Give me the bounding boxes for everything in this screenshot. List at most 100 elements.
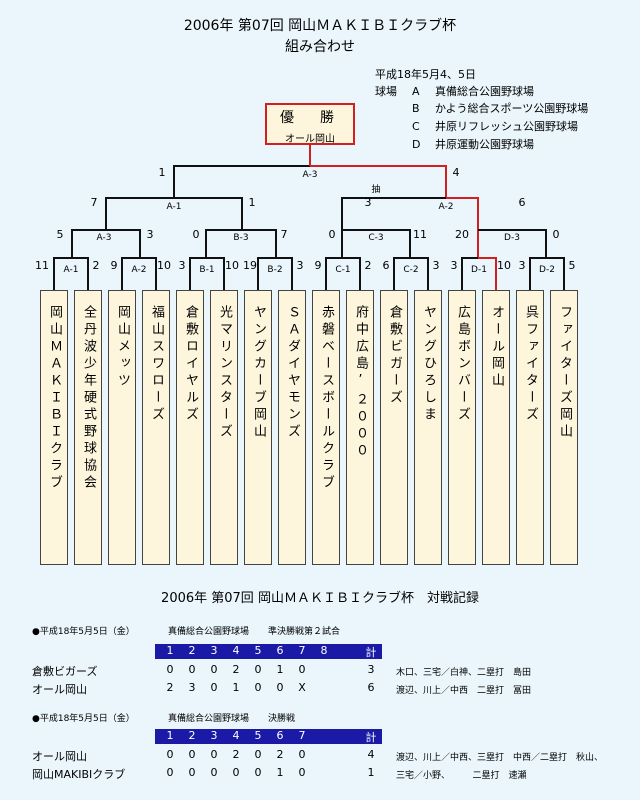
- game1-team1-scores: 0 0 0 2 0 1 0 3: [155, 663, 382, 678]
- game1-team1-notes: 木口、三宅／白神、二塁打 島田: [396, 668, 532, 678]
- r1-8-code: D-2: [539, 265, 555, 275]
- inning-score: 0: [254, 663, 262, 676]
- r1-8-score-left: 3: [518, 259, 526, 272]
- team-3: 岡山メッツ: [108, 290, 136, 565]
- bracket-final-left: [173, 165, 310, 198]
- q4-code: D-3: [504, 233, 520, 243]
- bracket-r1-2: [121, 257, 157, 290]
- bracket-q1: [71, 229, 141, 258]
- inning-label: 5: [254, 644, 262, 657]
- bracket-semi-right-left: [341, 197, 446, 230]
- bracket-semi-right-right: [446, 197, 479, 230]
- tournament-date: 平成18年5月4、5日: [375, 68, 476, 81]
- inning-score: 0: [210, 681, 218, 694]
- q3-score-left: 0: [328, 228, 336, 241]
- inning-label: 1: [166, 644, 174, 657]
- team-name: 呉ファイターズ: [523, 305, 538, 424]
- venue-name-d: 井原運動公園野球場: [435, 138, 534, 151]
- q4-score-left: 20: [455, 228, 469, 241]
- bracket-r1-7-left: [461, 257, 478, 290]
- team-name: ヤングひろしま: [421, 305, 436, 424]
- q4-score-right: 0: [552, 228, 560, 241]
- team-name: ファイターズ岡山: [557, 305, 572, 441]
- bracket-q4-right: [478, 229, 547, 258]
- q1-code: A-3: [96, 233, 112, 243]
- inning-label: 5: [254, 729, 262, 742]
- total-score: 3: [367, 663, 375, 676]
- game2-team1-notes: 渡辺、川上／中西、三塁打 中西／二塁打 秋山、: [396, 753, 604, 763]
- semi-left-score-left: 7: [90, 196, 98, 209]
- venue-code-b: B: [412, 102, 420, 115]
- inning-label: 8: [320, 644, 328, 657]
- game2-date: ●平成18年5月5日（金）: [32, 714, 135, 724]
- r1-6-score-left: 6: [382, 259, 390, 272]
- bracket-r1-4: [257, 257, 293, 290]
- semi-right-score-left: 3: [364, 196, 372, 209]
- q2-score-left: 0: [192, 228, 200, 241]
- venue-code-d: D: [412, 138, 421, 151]
- bracket-r1-1: [53, 257, 89, 290]
- team-name: 赤磐ベースボールクラブ: [319, 305, 334, 492]
- inning-label: 7: [298, 729, 306, 742]
- inning-score: 1: [276, 766, 284, 779]
- inning-label: 6: [276, 644, 284, 657]
- r1-7-code: D-1: [471, 265, 487, 275]
- venue-code-c: C: [412, 120, 420, 133]
- bracket-r1-5: [325, 257, 361, 290]
- inning-score: 0: [254, 766, 262, 779]
- inning-score: 0: [166, 663, 174, 676]
- team-name: 光マリンスターズ: [217, 305, 232, 441]
- inning-score: 0: [210, 748, 218, 761]
- venue-code-a: A: [412, 85, 420, 98]
- r1-6-score-right: 3: [432, 259, 440, 272]
- inning-score: 2: [166, 681, 174, 694]
- game2-round: 決勝戦: [268, 714, 296, 724]
- team-8: ＳＡダイヤモンズ: [278, 290, 306, 565]
- game2-team2-name: 岡山MAKIBIクラブ: [32, 768, 126, 781]
- game2-team1-name: オール岡山: [32, 750, 87, 763]
- bracket-r1-6: [393, 257, 429, 290]
- team-name: オール岡山: [489, 305, 504, 390]
- team-4: 福山スワローズ: [142, 290, 170, 565]
- total-score: 4: [367, 748, 375, 761]
- game2-inning-header: 1 2 3 4 5 6 7 計: [155, 729, 382, 744]
- r1-8-score-right: 5: [568, 259, 576, 272]
- bracket-r1-8: [529, 257, 565, 290]
- team-name: 岡山メッツ: [115, 305, 130, 390]
- team-name: ヤングカーブ岡山: [251, 305, 266, 441]
- inning-label: 7: [298, 644, 306, 657]
- inning-score: 0: [298, 766, 306, 779]
- team-name: 倉敷ロイヤルズ: [183, 305, 198, 424]
- inning-score: 0: [210, 663, 218, 676]
- inning-score: 0: [166, 748, 174, 761]
- r1-3-code: B-1: [199, 265, 215, 275]
- bracket-q3: [341, 229, 411, 258]
- inning-score: 0: [276, 681, 284, 694]
- final-score-right: 4: [452, 166, 460, 179]
- total-label: 計: [365, 646, 377, 659]
- team-name: 福山スワローズ: [149, 305, 164, 424]
- team-name: 広島ボンバーズ: [455, 305, 470, 424]
- q1-score-left: 5: [56, 228, 64, 241]
- game2-team2-scores: 0 0 0 0 0 1 0 1: [155, 766, 382, 781]
- team-13: 広島ボンバーズ: [448, 290, 476, 565]
- inning-score: 0: [166, 766, 174, 779]
- team-11: 倉敷ビガーズ: [380, 290, 408, 565]
- inning-label: 1: [166, 729, 174, 742]
- team-9: 赤磐ベースボールクラブ: [312, 290, 340, 565]
- venue-label: 球場: [375, 85, 397, 98]
- champion-box: 優 勝 オール岡山: [265, 103, 355, 145]
- team-2: 全丹波少年硬式野球協会: [74, 290, 102, 565]
- inning-label: 3: [210, 729, 218, 742]
- r1-5-score-right: 2: [364, 259, 372, 272]
- venue-name-c: 井原リフレッシュ公園野球場: [435, 120, 578, 133]
- game1-team2-scores: 2 3 0 1 0 0 X 6: [155, 681, 382, 696]
- r1-4-code: B-2: [267, 265, 283, 275]
- total-score: 1: [367, 766, 375, 779]
- semi-left-score-right: 1: [248, 196, 256, 209]
- bracket-q2: [205, 229, 277, 258]
- game2-team1-scores: 0 0 0 2 0 2 0 4: [155, 748, 382, 763]
- inning-score: 0: [188, 748, 196, 761]
- inning-score: 0: [298, 663, 306, 676]
